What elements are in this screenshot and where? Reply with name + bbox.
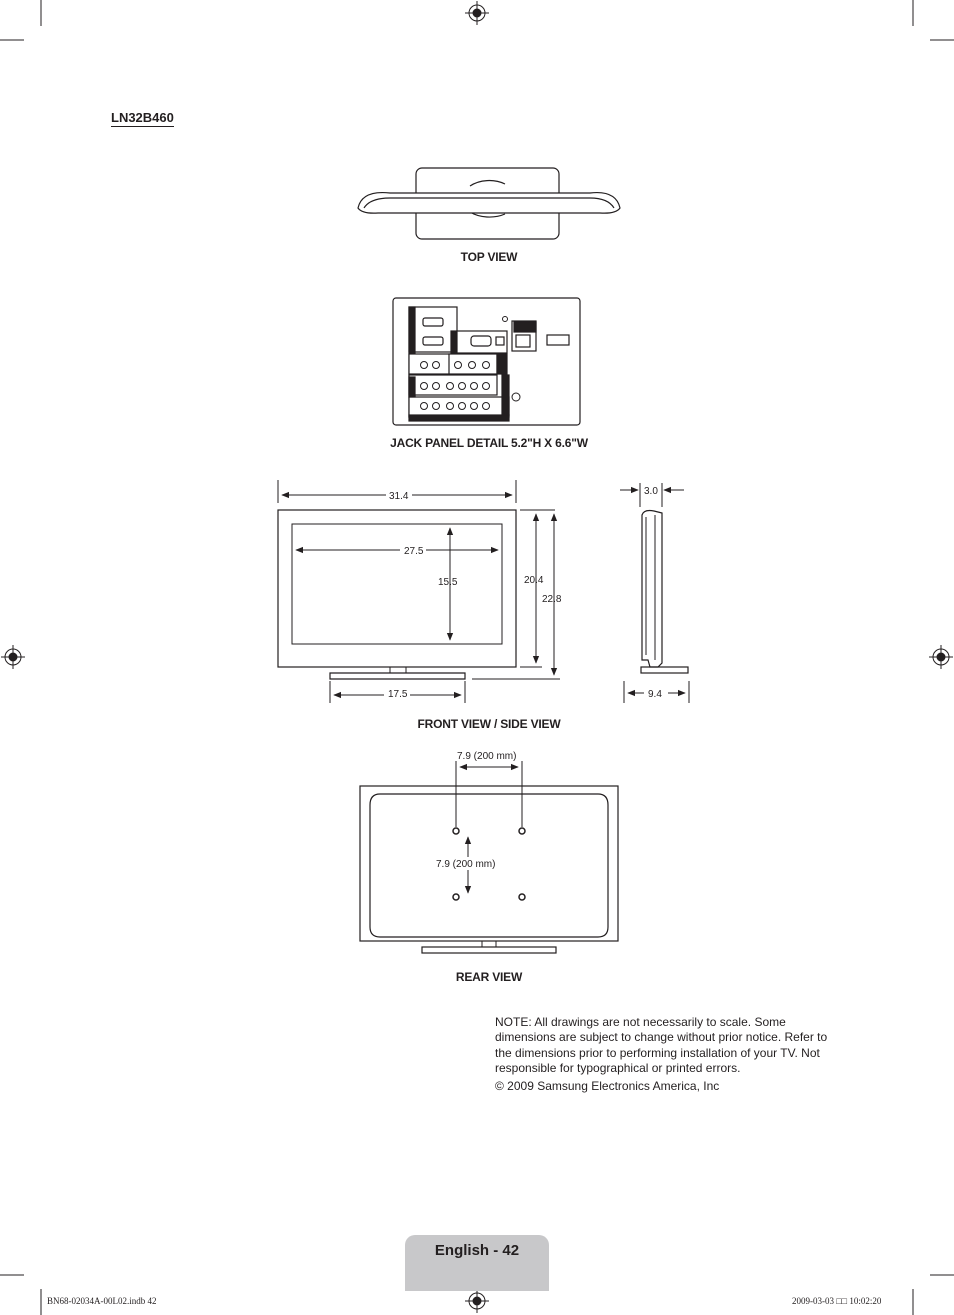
model-number: LN32B460 bbox=[111, 110, 174, 127]
front-side-view-label: FRONT VIEW / SIDE VIEW bbox=[417, 717, 561, 731]
dim-vesa-vertical: 7.9 (200 mm) bbox=[436, 859, 495, 870]
rear-view-label: REAR VIEW bbox=[455, 970, 523, 984]
file-info: BN68-02034A-00L02.indb 42 bbox=[47, 1296, 157, 1306]
dim-stand-depth: 9.4 bbox=[648, 689, 662, 700]
dim-overall-width: 31.4 bbox=[389, 491, 409, 502]
dim-screen-width: 27.5 bbox=[404, 546, 424, 557]
registration-mark-left bbox=[1, 645, 25, 669]
registration-mark-bottom bbox=[465, 1289, 489, 1313]
top-view-drawing bbox=[357, 167, 621, 240]
print-date: 2009-03-03 □□ 10:02:20 bbox=[792, 1296, 882, 1306]
disclaimer-note: NOTE: All drawings are not necessarily t… bbox=[495, 1015, 840, 1094]
dim-stand-width: 17.5 bbox=[388, 689, 408, 700]
copyright-text: © 2009 Samsung Electronics America, Inc bbox=[495, 1079, 720, 1094]
page-number-tab: English - 42 bbox=[405, 1235, 549, 1291]
jack-panel-label: JACK PANEL DETAIL 5.2"H X 6.6"W bbox=[390, 436, 588, 450]
dim-vesa-horizontal: 7.9 (200 mm) bbox=[457, 751, 516, 762]
note-text: NOTE: All drawings are not necessarily t… bbox=[495, 1015, 828, 1075]
dim-depth-top: 3.0 bbox=[644, 486, 658, 497]
dim-screen-height: 15.5 bbox=[438, 577, 458, 588]
dim-overall-height: 22.8 bbox=[542, 594, 562, 605]
registration-mark-top bbox=[465, 1, 489, 25]
page-number: English - 42 bbox=[434, 1242, 520, 1259]
registration-mark-right bbox=[929, 645, 953, 669]
top-view-label: TOP VIEW bbox=[460, 250, 518, 264]
rear-view-drawing: 7.9 (200 mm) 7.9 (200 mm) bbox=[359, 751, 619, 954]
front-side-view-drawing: 31.4 27.5 15.5 20.4 22.8 17.5 3.0 9.4 bbox=[277, 480, 690, 703]
dim-body-height: 20.4 bbox=[524, 575, 544, 586]
jack-panel-drawing bbox=[392, 297, 581, 426]
